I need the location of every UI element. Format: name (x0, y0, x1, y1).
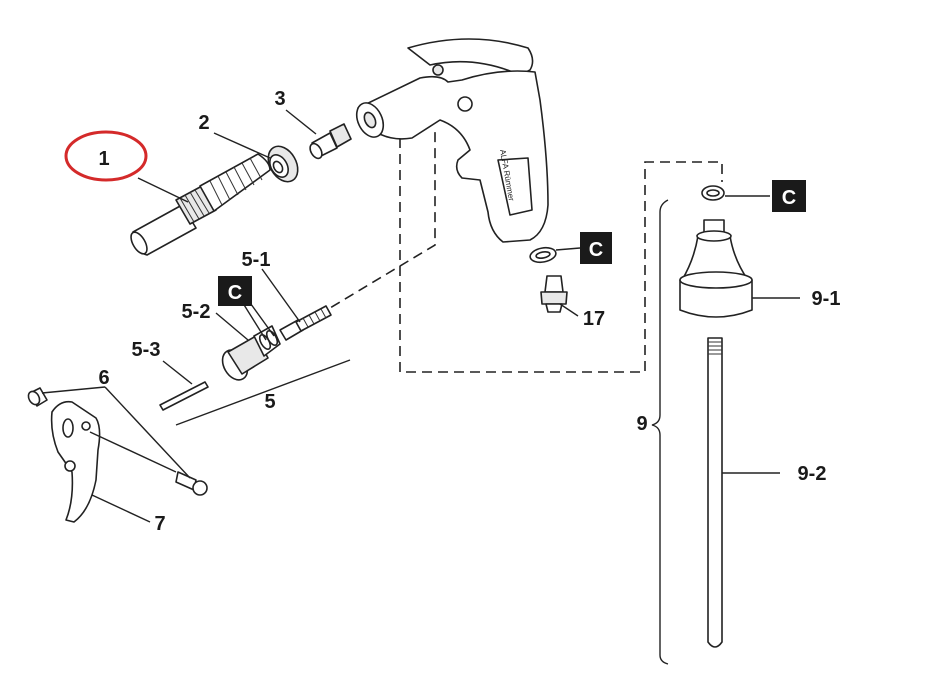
highlight-circle-part-1 (64, 130, 148, 182)
leader-17 (559, 303, 579, 317)
leader-3 (285, 109, 317, 135)
part-9-2-tube (707, 337, 723, 648)
part-1-nozzle (130, 153, 271, 256)
leader-6a (41, 386, 106, 394)
part-5-3-pin (159, 381, 209, 411)
label-part-5: 5 (264, 391, 275, 413)
svg-text:C: C (782, 187, 796, 209)
badge-c-top: C (772, 180, 806, 212)
part-7-trigger (50, 400, 101, 523)
part-6-screw-small (27, 387, 48, 407)
badge-c-valve: C (218, 276, 252, 306)
label-part-1: 1 (98, 148, 109, 170)
dashed-line-valve-to-gun (289, 128, 436, 333)
part-6-bolt-long (175, 471, 208, 496)
label-part-17: 17 (583, 308, 605, 330)
seal-ring-gun (529, 246, 557, 264)
badge-c-gun: C (580, 232, 612, 264)
part-2-knurled-nut (267, 145, 299, 183)
leader-5-1 (261, 268, 301, 323)
part-5-underline (175, 359, 351, 426)
part-5-seal-rings (258, 329, 279, 351)
leader-5-3 (162, 360, 193, 385)
part-9-1-cone (679, 219, 753, 318)
leader-c-gun (555, 247, 581, 251)
label-part-2: 2 (198, 112, 209, 134)
svg-text:C: C (589, 239, 603, 261)
label-part-7: 7 (154, 513, 165, 535)
gun-body: ALFA Rümmer (355, 38, 549, 243)
label-part-6: 6 (98, 367, 109, 389)
label-part-3: 3 (274, 88, 285, 110)
seal-ring-top (701, 185, 725, 201)
label-part-9-2: 9-2 (798, 463, 827, 485)
label-part-5-1: 5-1 (242, 249, 271, 271)
label-part-9-1: 9-1 (812, 288, 841, 310)
label-part-9: 9 (636, 413, 647, 435)
svg-text:C: C (228, 282, 242, 304)
leader-c-valve (240, 299, 275, 341)
dashed-line-gun-to-tube (399, 138, 723, 373)
label-part-5-2: 5-2 (182, 301, 211, 323)
label-part-5-3: 5-3 (132, 339, 161, 361)
leader-2 (213, 132, 271, 159)
leader-7 (91, 494, 151, 523)
leader-6b (104, 386, 191, 479)
part-9-bracket (651, 199, 669, 665)
part-3-fitting (309, 123, 352, 160)
part-5-1-spring (279, 305, 332, 341)
leader-1 (137, 177, 189, 203)
part-17-fitting (540, 275, 568, 313)
leader-6c (89, 431, 177, 473)
leader-5-2 (215, 312, 249, 341)
